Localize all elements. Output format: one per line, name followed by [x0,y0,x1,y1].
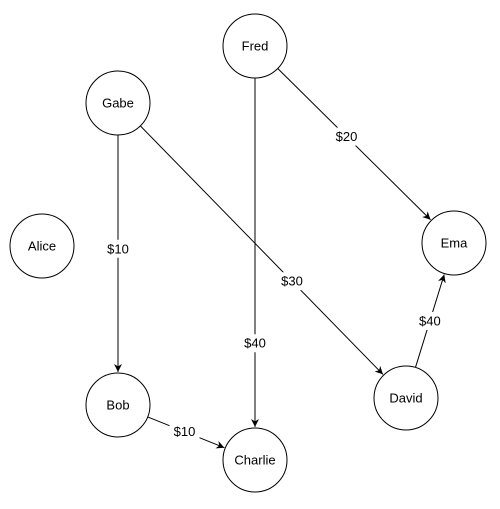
edge-label-fred-to-ema: $20 [331,127,362,146]
edge-amount-label: $10 [107,241,129,256]
edge-label-gabe-to-david: $30 [276,272,307,291]
node-circle [421,210,487,276]
edge-label-background [103,239,133,258]
edge-label-background [276,272,307,291]
edge-amount-label: $40 [244,336,266,351]
edge-label-background [240,334,270,353]
node-circle [9,213,75,279]
node-alice: Alice [9,213,75,279]
edge-amount-label: $40 [419,313,441,328]
edge-label-bob-to-charlie: $10 [169,422,200,441]
edge-label-david-to-ema: $40 [414,311,445,330]
node-david: David [373,365,439,431]
node-circle [85,70,151,136]
node-circle [373,365,439,431]
node-fred: Fred [222,13,288,79]
node-bob: Bob [85,372,151,438]
edge-label-fred-to-charlie: $40 [240,334,270,353]
edge-amount-label: $10 [174,424,196,439]
node-label: Charlie [234,453,275,468]
edge-gabe-to-david [139,125,384,375]
node-label: David [389,391,422,406]
node-label: Gabe [102,96,134,111]
node-label: Ema [441,236,469,251]
node-gabe: Gabe [85,70,151,136]
node-charlie: Charlie [222,427,288,493]
node-ema: Ema [421,210,487,276]
edge-labels-layer: $10 $30 $40 $20 $10 $40 [103,127,445,441]
node-circle [222,13,288,79]
edge-amount-label: $30 [281,274,303,289]
edge-label-background [169,422,200,441]
edge-label-background [414,311,445,330]
node-label: Fred [242,39,269,54]
edge-amount-label: $20 [336,129,358,144]
edge-label-background [331,127,362,146]
node-label: Bob [106,398,129,413]
edge-label-gabe-to-bob: $10 [103,239,133,258]
node-circle [85,372,151,438]
node-circle [222,427,288,493]
node-label: Alice [28,239,56,254]
